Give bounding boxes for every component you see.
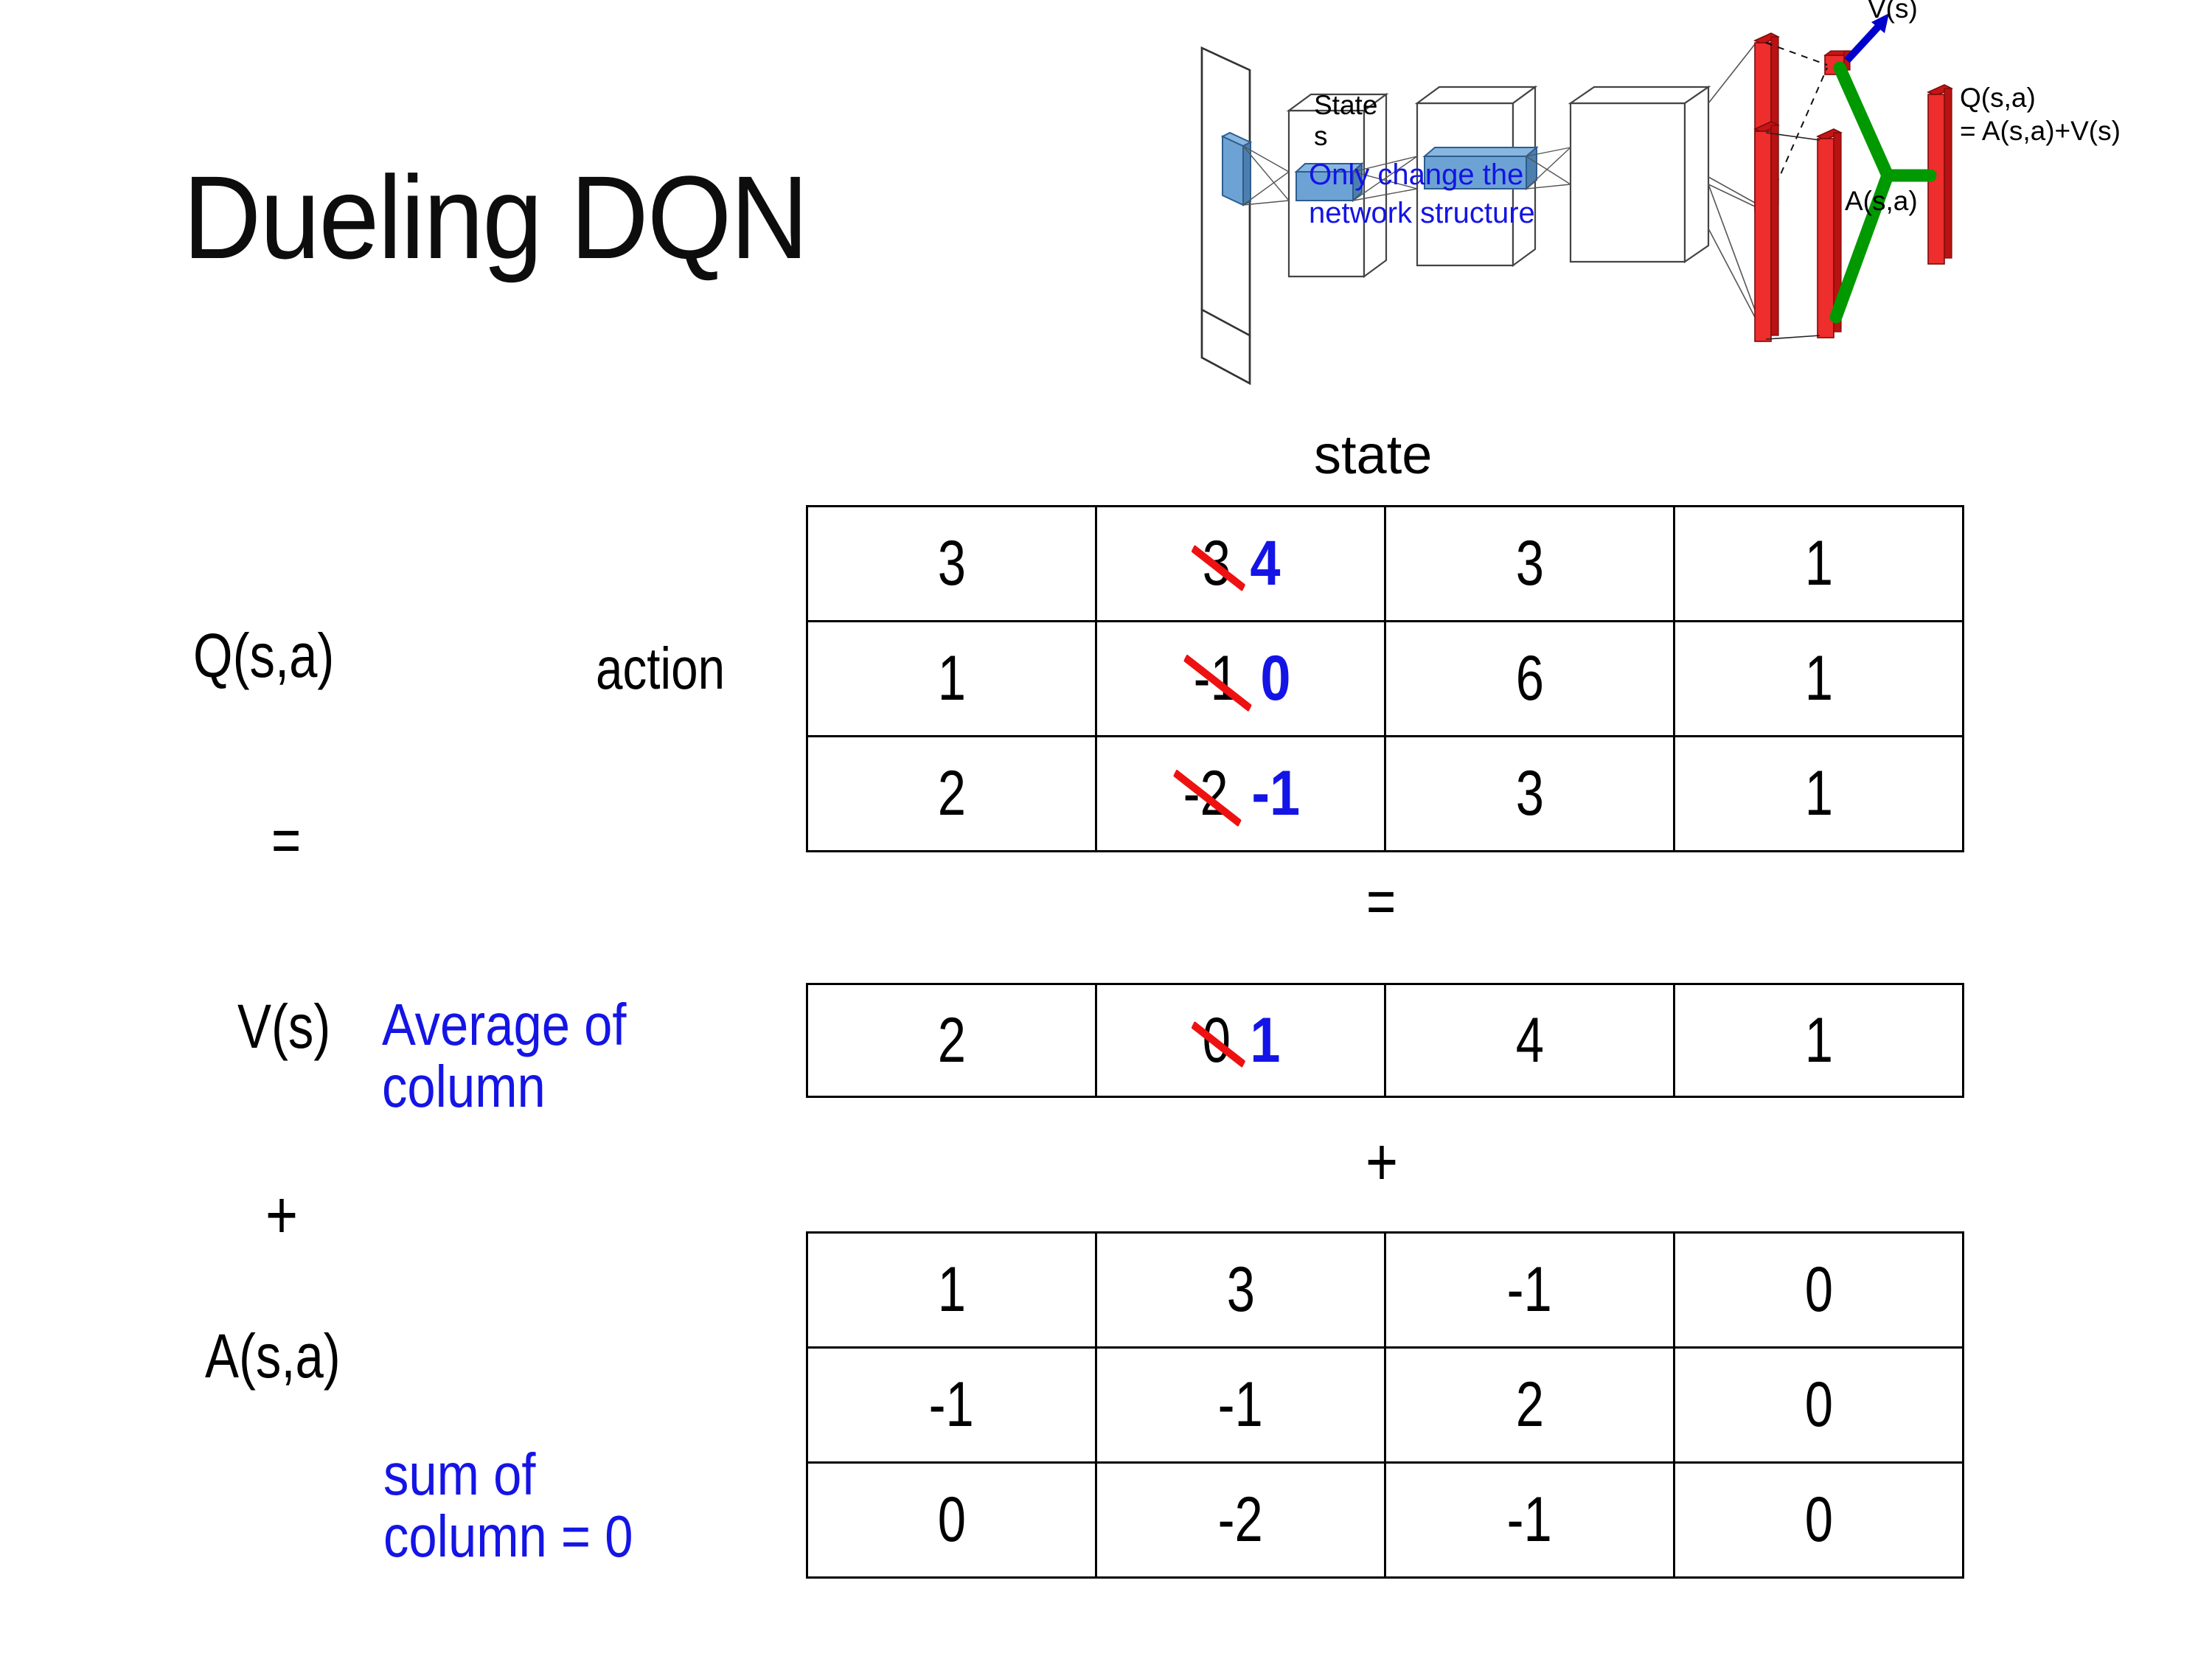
a-matrix-body: 1 3 -1 0 -1 -1 2 0 0 -2 -1 0: [806, 1231, 1964, 1579]
a-cell-0-1: 3: [1095, 1231, 1386, 1349]
q-cell-1-3: 1: [1673, 620, 1964, 737]
action-axis-label: action: [596, 636, 726, 701]
q-cell-0-2: 3: [1384, 505, 1675, 622]
state-axis-label: state: [1314, 424, 1433, 485]
q-cell-2-3: 1: [1673, 735, 1964, 852]
a-cell-0-3: 0: [1673, 1231, 1964, 1349]
q-matrix-label: Q(s,a): [193, 621, 335, 690]
page-title: Dueling DQN: [183, 151, 809, 283]
diagram-note-line1: Only change the: [1309, 159, 1523, 191]
a-matrix-label: A(s,a): [205, 1321, 341, 1391]
a-cell-0-2: -1: [1384, 1231, 1675, 1349]
q-cell-1-2: 6: [1384, 620, 1675, 737]
diagram-note-line2: network structure: [1309, 197, 1535, 229]
diagram-v-label: V(s): [1868, 0, 1918, 24]
table-row: -1 -1 2 0: [806, 1346, 1964, 1464]
struck-old-value: -1: [1193, 643, 1239, 714]
a-matrix-table: 1 3 -1 0 -1 -1 2 0 0 -2 -1 0: [806, 1231, 1964, 1579]
struck-old-value: 0: [1202, 1004, 1231, 1076]
a-cell-1-0: -1: [806, 1346, 1097, 1464]
a-cell-0-0: 1: [806, 1231, 1097, 1349]
plus-sign-left: +: [265, 1178, 299, 1253]
a-cell-2-2: -1: [1384, 1461, 1675, 1579]
table-row: 0 -2 -1 0: [806, 1461, 1964, 1579]
diagram-a-label: A(s,a): [1845, 186, 1918, 216]
a-cell-1-3: 0: [1673, 1346, 1964, 1464]
equals-sign-left: =: [271, 805, 302, 874]
q-cell-1-1: -1 0: [1095, 620, 1386, 737]
dueling-network-diagram: V(s) State s Only change the network str…: [1099, 0, 2212, 413]
q-cell-0-0: 3: [806, 505, 1097, 622]
v-vector-label: V(s): [237, 992, 331, 1061]
v-cell-0-2: 4: [1384, 983, 1675, 1098]
table-row: 3 3 4 3 1: [806, 505, 1964, 622]
v-cell-0-0: 2: [806, 983, 1097, 1098]
a-cell-2-0: 0: [806, 1461, 1097, 1579]
a-cell-1-1: -1: [1095, 1346, 1386, 1464]
q-cell-2-1: -2 -1: [1095, 735, 1386, 852]
diagram-q-label-line1: Q(s,a): [1960, 83, 2036, 113]
table-row: 1 -1 0 6 1: [806, 620, 1964, 737]
a-cell-1-2: 2: [1384, 1346, 1675, 1464]
table-row: 2 0 1 4 1: [806, 983, 1964, 1098]
q-cell-2-2: 3: [1384, 735, 1675, 852]
struck-old-value: -2: [1183, 758, 1228, 829]
corrected-value: 4: [1249, 528, 1280, 599]
struck-old-value: 3: [1202, 528, 1231, 599]
v-cell-0-3: 1: [1673, 983, 1964, 1098]
v-cell-0-1: 0 1: [1095, 983, 1386, 1098]
note-average-of-column: Average of column: [382, 992, 627, 1119]
a-cell-2-3: 0: [1673, 1461, 1964, 1579]
q-cell-0-1: 3 4: [1095, 505, 1386, 622]
v-vector-table: 2 0 1 4 1: [806, 983, 1964, 1098]
note-sum-of-column: sum of column = 0: [383, 1441, 633, 1569]
diagram-q-label-line2: = A(s,a)+V(s): [1960, 116, 2121, 146]
diagram-state-label-line1: State: [1314, 90, 1377, 120]
equals-sign-center: =: [1366, 866, 1397, 936]
q-cell-0-3: 1: [1673, 505, 1964, 622]
q-cell-2-0: 2: [806, 735, 1097, 852]
q-cell-1-0: 1: [806, 620, 1097, 737]
diagram-state-label-line2: s: [1314, 121, 1328, 151]
corrected-value: 0: [1260, 643, 1291, 714]
corrected-value: -1: [1251, 758, 1300, 829]
table-row: 2 -2 -1 3 1: [806, 735, 1964, 852]
corrected-value: 1: [1249, 1004, 1280, 1076]
plus-sign-center: +: [1366, 1124, 1399, 1200]
a-cell-2-1: -2: [1095, 1461, 1386, 1579]
v-vector-body: 2 0 1 4 1: [806, 983, 1964, 1098]
q-matrix-body: 3 3 4 3 1 1 -1 0 6 1 2: [806, 505, 1964, 852]
table-row: 1 3 -1 0: [806, 1231, 1964, 1349]
q-matrix-table: 3 3 4 3 1 1 -1 0 6 1 2: [806, 505, 1964, 852]
